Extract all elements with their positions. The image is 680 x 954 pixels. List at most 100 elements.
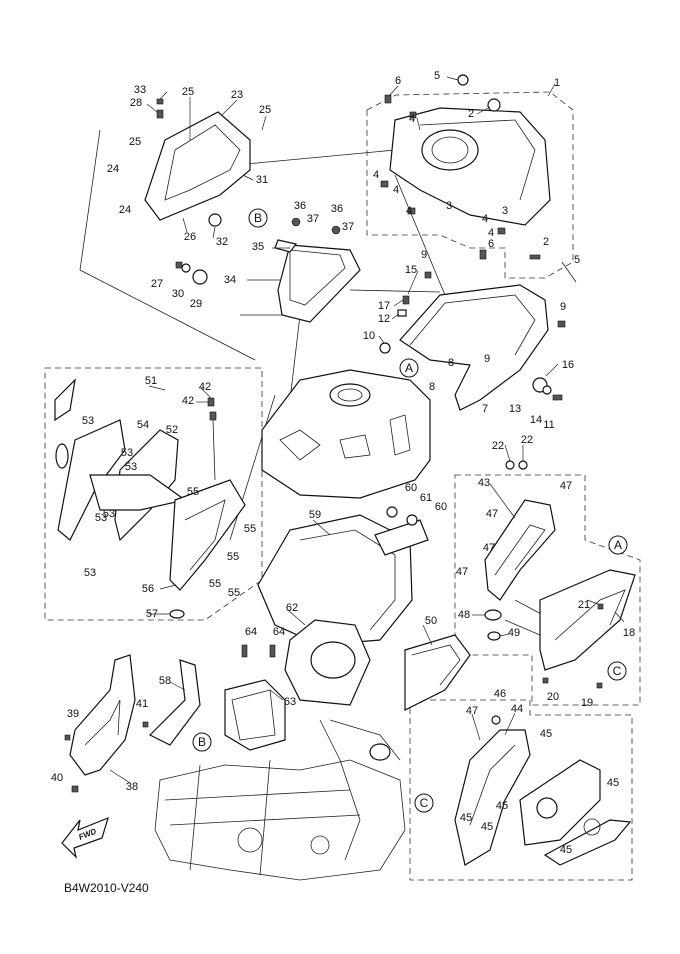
cover-18 [539, 569, 636, 671]
part-number-label-54: 54 [137, 419, 149, 431]
part-number-label-32: 32 [216, 236, 228, 248]
center-cover-59 [257, 514, 413, 646]
part-number-label-38: 38 [126, 781, 138, 793]
part-number-label-55: 55 [227, 551, 239, 563]
part-61-clip [406, 514, 418, 526]
part-41-bolt [142, 721, 149, 728]
part-number-label-61: 61 [420, 492, 432, 504]
fuel-tank-assembly [261, 369, 431, 499]
ref-line [79, 129, 101, 271]
part-number-label-33: 33 [134, 84, 146, 96]
side-cover-right-group-box [454, 474, 641, 706]
part-27-bolt [175, 261, 183, 269]
fuel-tank-cutout [279, 429, 321, 461]
part-35-label [274, 239, 298, 253]
part-number-label-25: 25 [129, 136, 141, 148]
part-number-label-36: 36 [294, 200, 306, 212]
part-number-label-28: 28 [130, 97, 142, 109]
part-number-label-53: 53 [125, 461, 137, 473]
part-number-label-29: 29 [190, 298, 202, 310]
part-number-label-11: 11 [543, 419, 554, 431]
part-60-clip [386, 506, 398, 518]
part-number-label-5: 5 [574, 254, 580, 266]
part-number-label-59: 59 [309, 509, 321, 521]
part-number-label-24: 24 [119, 204, 131, 216]
duct-50-ribs [411, 644, 461, 686]
part-42-bolt [209, 411, 217, 421]
part-2-grommet [487, 98, 501, 112]
cover-44-edge [469, 744, 516, 826]
headlight-bracket-assembly [144, 98, 251, 285]
callout-letter: A [614, 538, 622, 552]
part-number-label-52: 52 [166, 424, 178, 436]
part-64-bolt [269, 644, 276, 658]
bracket-58 [148, 659, 201, 746]
part-number-label-41: 41 [136, 698, 148, 710]
part-number-label-25: 25 [259, 104, 271, 116]
bracket-38 [69, 654, 136, 776]
cover-18-edge [554, 589, 626, 641]
fuel-tank-filler [329, 383, 371, 407]
part-number-label-6: 6 [395, 75, 401, 87]
frame-pivot [237, 827, 263, 853]
part-number-label-4: 4 [393, 184, 399, 196]
tank-cover-assembly [380, 74, 577, 283]
duct-50-assembly [404, 634, 471, 711]
part-52-bracket [89, 474, 187, 511]
frame-tube [164, 789, 351, 801]
airbox-62-port [310, 641, 356, 679]
part-number-label-55: 55 [228, 587, 240, 599]
part-number-label-47: 47 [483, 542, 495, 554]
part-number-label-43: 43 [478, 477, 490, 489]
part-number-label-42: 42 [182, 395, 194, 407]
part-36-screw [291, 217, 301, 227]
part-33-nut [156, 98, 164, 105]
part-number-label-62: 62 [286, 602, 298, 614]
part-28-bolt [156, 109, 164, 119]
part-number-labels: 1223344444455667889991011121314151617181… [51, 70, 635, 856]
callout-a: A [399, 358, 419, 378]
part-number-label-20: 20 [547, 691, 559, 703]
part-number-label-36: 36 [331, 203, 343, 215]
part-number-label-6: 6 [488, 238, 494, 250]
part-number-label-55: 55 [244, 523, 256, 535]
part-number-label-57: 57 [146, 608, 158, 620]
callout-letter: C [613, 664, 622, 678]
part-number-label-7: 7 [482, 403, 488, 415]
part-number-label-4: 4 [409, 113, 415, 125]
airbox-assembly [224, 619, 371, 751]
bracket-60 [374, 519, 429, 556]
part-number-label-53: 53 [95, 512, 107, 524]
part-56-ribs [184, 499, 226, 571]
part-number-label-12: 12 [378, 313, 390, 325]
lower-cover-group-box [409, 699, 633, 881]
part-4-nut [409, 111, 417, 119]
part-number-label-64: 64 [273, 626, 285, 638]
callout-circle [607, 661, 627, 681]
center-cover-edge [299, 529, 396, 631]
part-22-grommet [518, 460, 528, 470]
part-number-label-34: 34 [224, 274, 236, 286]
part-number-label-42: 42 [199, 381, 211, 393]
part-number-label-13: 13 [509, 403, 521, 415]
callout-circle [414, 793, 434, 813]
part-number-label-25: 25 [182, 86, 194, 98]
frame-tube [319, 719, 361, 861]
part-number-label-16: 16 [562, 359, 574, 371]
part-number-label-4: 4 [482, 213, 488, 225]
part-number-label-10: 10 [363, 330, 375, 342]
frame-pivot [310, 835, 330, 855]
part-number-label-30: 30 [172, 288, 184, 300]
tank-cover-1 [389, 107, 551, 226]
ref-line [234, 149, 396, 166]
part-number-label-45: 45 [560, 844, 572, 856]
part-number-label-23: 23 [231, 89, 243, 101]
bracket-23-inner [164, 124, 241, 201]
part-number-label-53: 53 [82, 415, 94, 427]
part-64-bolt [241, 644, 248, 658]
decal-emblem [583, 818, 601, 836]
part-number-label-5: 5 [434, 70, 440, 82]
part-number-label-24: 24 [107, 163, 119, 175]
part-number-label-55: 55 [209, 578, 221, 590]
